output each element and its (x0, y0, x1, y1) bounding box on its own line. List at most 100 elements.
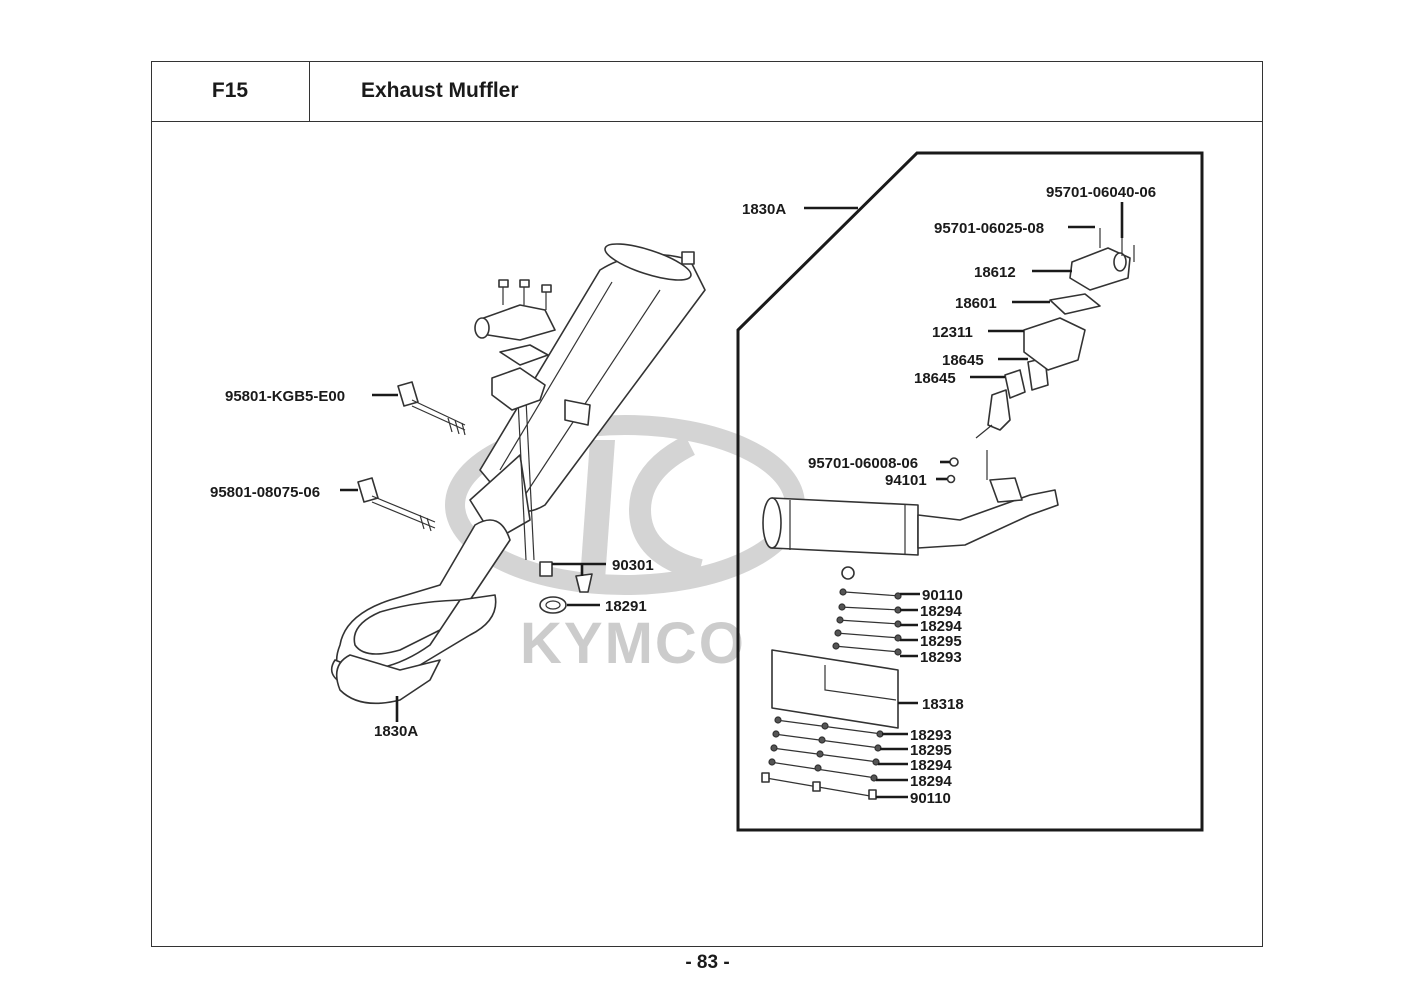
hw-18293-lower-a (774, 716, 782, 724)
upper-hardware-rows (832, 588, 902, 656)
callout-95801-kgb5-e00: 95801-KGB5-E00 (225, 388, 345, 405)
callout-1830a-left: 1830A (374, 723, 418, 740)
hw-18294-b1 (836, 616, 844, 624)
hw-90110-upper-a (839, 588, 847, 596)
heat-shield-fold (824, 665, 897, 701)
muffler-tip (681, 251, 695, 265)
muffler-bands (789, 500, 906, 555)
header-pipe-upper (335, 519, 511, 682)
gasket-18601 (1049, 293, 1101, 315)
hw-18294-lower-a2 (816, 750, 824, 758)
watermark-text: KYMCO (520, 611, 746, 676)
callout-18291: 18291 (605, 598, 647, 615)
hw-90110-upper-b (894, 592, 902, 600)
callout-1830a-right: 1830A (742, 201, 786, 218)
callout-90301: 90301 (612, 557, 654, 574)
right-pipe-flange (989, 477, 1023, 503)
callout-95701-06008-06: 95701-06008-06 (808, 455, 918, 472)
hw-18294-lower-b1 (768, 758, 776, 766)
bolt-shaft-08075 (371, 495, 436, 523)
exhaust-flange (491, 367, 546, 411)
hw-row-18293 (833, 645, 901, 653)
gasket-ring-inner (545, 600, 561, 610)
bolt-thread-kgb5 (447, 417, 466, 436)
joint-port (474, 317, 490, 339)
callout-18295-lower: 18295 (910, 742, 952, 759)
exhaust-joint (477, 304, 556, 341)
hw-90110-lower-a (761, 772, 770, 783)
callout-18601: 18601 (955, 295, 997, 312)
hw-row-18295-lower (773, 733, 881, 749)
muffler-end-cap (604, 243, 692, 281)
spacer-stem (975, 424, 993, 439)
callout-95701-06040-06: 95701-06040-06 (1046, 184, 1156, 201)
bolt-thread-08075 (419, 514, 432, 532)
muffler-mount-right (841, 566, 855, 580)
hw-90110-lower-b (812, 781, 821, 792)
callout-18294-lower-b: 18294 (910, 773, 952, 790)
bolt-head-kgb5 (397, 381, 419, 407)
callout-18294-lower-a: 18294 (910, 757, 952, 774)
header-pipe-bend (335, 654, 441, 705)
left-leaders (340, 393, 606, 722)
washer-94101 (946, 474, 956, 484)
bolt-06008 (949, 457, 959, 467)
hw-90110-lower-c (868, 789, 877, 800)
callout-18645-a: 18645 (942, 352, 984, 369)
stud-head-2 (519, 279, 530, 288)
diagram-frame (151, 61, 1263, 947)
muffler-body-right (771, 497, 919, 556)
callout-12311: 12311 (932, 324, 973, 341)
muffler-end-right (762, 497, 782, 549)
block-12311 (1023, 317, 1086, 371)
hw-row-90110-lower (765, 777, 877, 798)
hw-18295-b (894, 634, 902, 642)
callout-18294-upper-b: 18294 (920, 618, 962, 635)
spacer-18645-a (987, 389, 1011, 431)
clip-90301 (575, 573, 593, 593)
muffler-seam (499, 281, 613, 471)
hw-row-18294-b (837, 619, 901, 625)
lower-hardware-rows (761, 716, 884, 800)
hw-18294-lower-b2 (814, 764, 822, 772)
bolt-head-08075 (357, 477, 379, 503)
right-exhaust-pipe (917, 489, 1059, 549)
hw-row-90110-upper (844, 591, 901, 597)
hw-row-18293-lower (775, 719, 883, 735)
callout-18294-upper-a: 18294 (920, 603, 962, 620)
hw-18295-a (834, 629, 842, 637)
watermark-k-stem (580, 440, 615, 580)
hw-18294-lower-a1 (770, 744, 778, 752)
hw-18293-a (832, 642, 840, 650)
hw-row-18294-a (839, 606, 901, 611)
stud-head-3 (541, 284, 552, 293)
gasket-upper (499, 344, 549, 366)
callout-18293-upper: 18293 (920, 649, 962, 666)
gasket-ring-18291 (539, 596, 567, 614)
callout-18318: 18318 (922, 696, 964, 713)
left-callouts: 95801-KGB5-E00 95801-08075-06 90301 1829… (210, 388, 654, 740)
callout-90110-upper: 90110 (922, 587, 963, 604)
callout-18645-b: 18645 (914, 370, 956, 387)
hw-row-18294-lower-b (769, 761, 877, 779)
right-muffler-assembly (762, 228, 1135, 729)
hw-row-18295 (835, 632, 901, 639)
hw-18293-lower-b (821, 722, 829, 730)
stud-head-1 (498, 279, 509, 288)
flange-tube-2 (525, 399, 535, 561)
hw-18294-lower-a3 (872, 758, 880, 766)
section-code: F15 (151, 61, 310, 122)
callout-90110-lower: 90110 (910, 790, 951, 807)
flange-tube (517, 399, 527, 561)
callout-18295-upper: 18295 (920, 633, 962, 650)
right-callouts: 1830A 95701-06040-06 95701-06025-08 1861… (742, 184, 1156, 807)
muffler-bracket (564, 399, 591, 426)
hw-18295-lower-a (772, 730, 780, 738)
hw-18295-lower-b (818, 736, 826, 744)
joint-18612-port (1113, 252, 1127, 272)
page-number: - 83 - (685, 952, 730, 973)
callout-95701-06025-08: 95701-06025-08 (934, 220, 1044, 237)
callout-18612: 18612 (974, 264, 1016, 281)
bolt-shaft-08075-2 (371, 501, 436, 529)
